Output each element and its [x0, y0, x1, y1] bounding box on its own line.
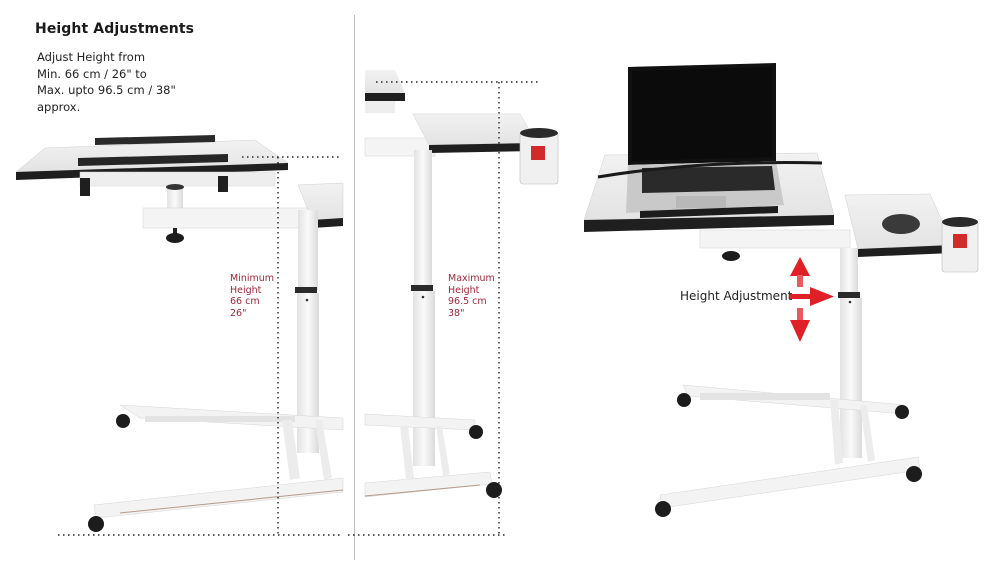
panel-divider — [354, 15, 355, 560]
maximum-dimension-guides — [348, 81, 540, 536]
minimum-height-desk — [15, 135, 344, 532]
arrow-down-icon — [790, 308, 810, 342]
section-title: Height Adjustments — [35, 21, 195, 37]
desk-in-use — [583, 63, 979, 517]
maximum-height-desk — [364, 70, 559, 498]
maximum-height-label: Maximum Height 96.5 cm 38" — [448, 273, 495, 319]
minimum-dimension-guides — [58, 156, 342, 536]
height-adjustment-arrows — [790, 257, 834, 342]
arrow-right-icon — [790, 287, 834, 306]
height-range-description: Adjust Height from Min. 66 cm / 26" to M… — [37, 50, 176, 114]
laptop — [626, 63, 784, 218]
mouse-icon — [882, 214, 920, 234]
minimum-height-label: Minimum Height 66 cm 26" — [230, 273, 275, 319]
cup-holder — [941, 217, 979, 273]
arrow-up-icon — [790, 257, 810, 287]
height-adjustment-callout: Height Adjustment — [680, 289, 793, 303]
